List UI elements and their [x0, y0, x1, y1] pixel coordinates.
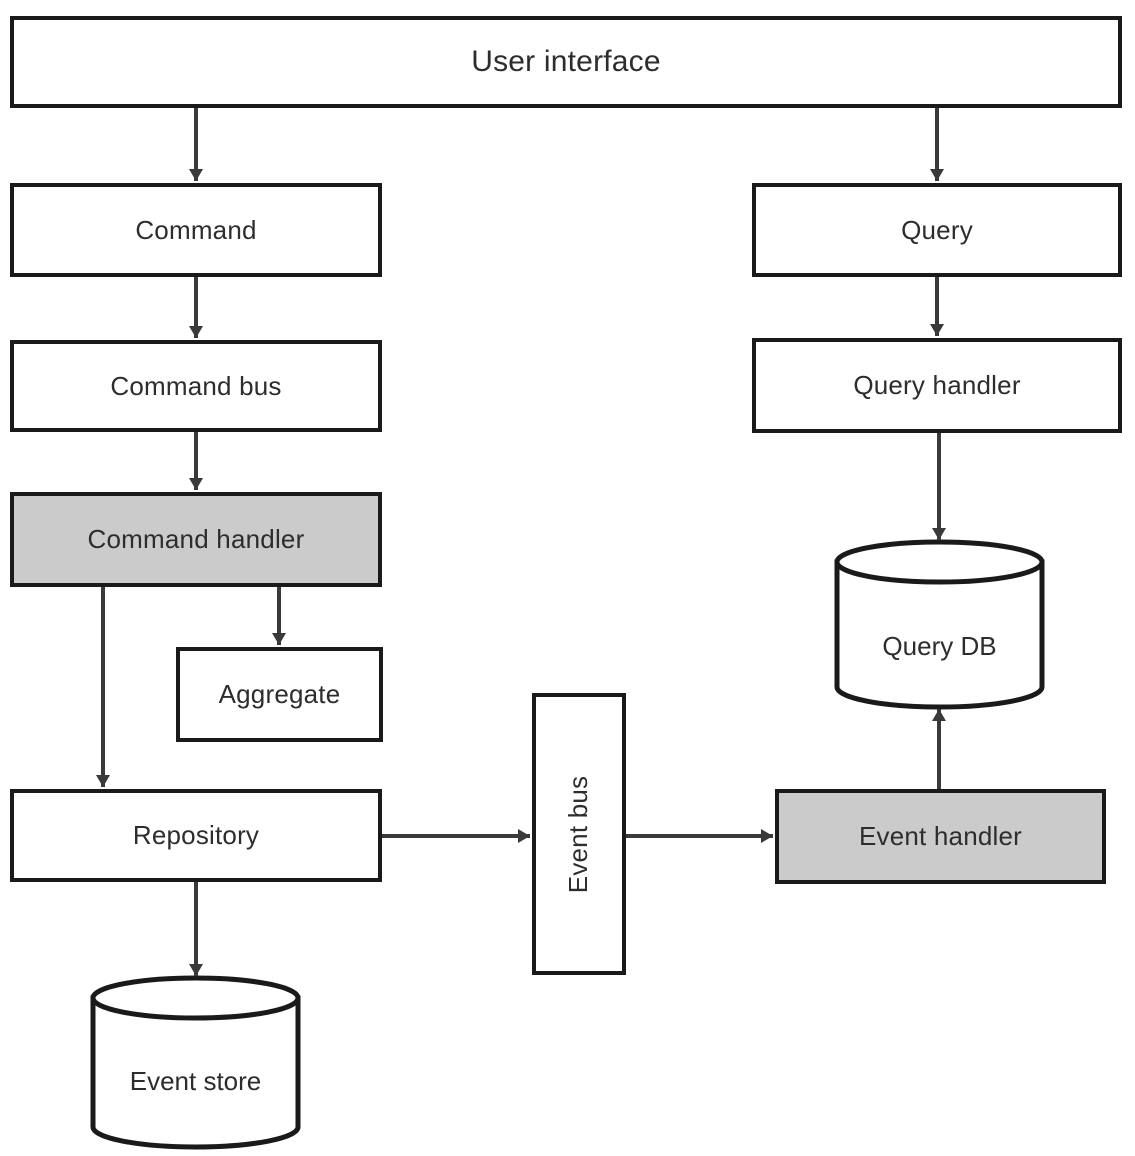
node-event-bus-label: Event bus: [563, 775, 594, 893]
node-event-handler: Event handler: [775, 789, 1106, 884]
node-command-handler: Command handler: [10, 492, 382, 587]
node-event-bus: Event bus: [532, 693, 626, 975]
node-query-handler-label: Query handler: [853, 370, 1021, 400]
node-query: Query: [752, 183, 1122, 277]
node-command-bus: Command bus: [10, 340, 382, 432]
node-command-label: Command: [135, 214, 257, 245]
node-query-handler: Query handler: [752, 338, 1122, 433]
node-aggregate: Aggregate: [176, 647, 383, 742]
node-query-label: Query: [901, 214, 973, 245]
node-user-interface-label: User interface: [471, 45, 661, 78]
node-repository: Repository: [10, 789, 382, 882]
event-store-cylinder: [90, 975, 301, 1150]
node-command-handler-label: Command handler: [87, 524, 305, 554]
node-query-db-label: Query DB: [882, 631, 997, 661]
node-command-bus-label: Command bus: [110, 370, 282, 401]
node-aggregate-label: Aggregate: [218, 679, 341, 709]
node-repository-label: Repository: [132, 820, 260, 850]
node-event-store-label: Event store: [129, 1066, 262, 1096]
node-user-interface: User interface: [10, 16, 1122, 108]
node-command: Command: [10, 183, 382, 277]
node-event-handler-label: Event handler: [858, 821, 1023, 851]
query-db-cylinder: [834, 539, 1045, 710]
